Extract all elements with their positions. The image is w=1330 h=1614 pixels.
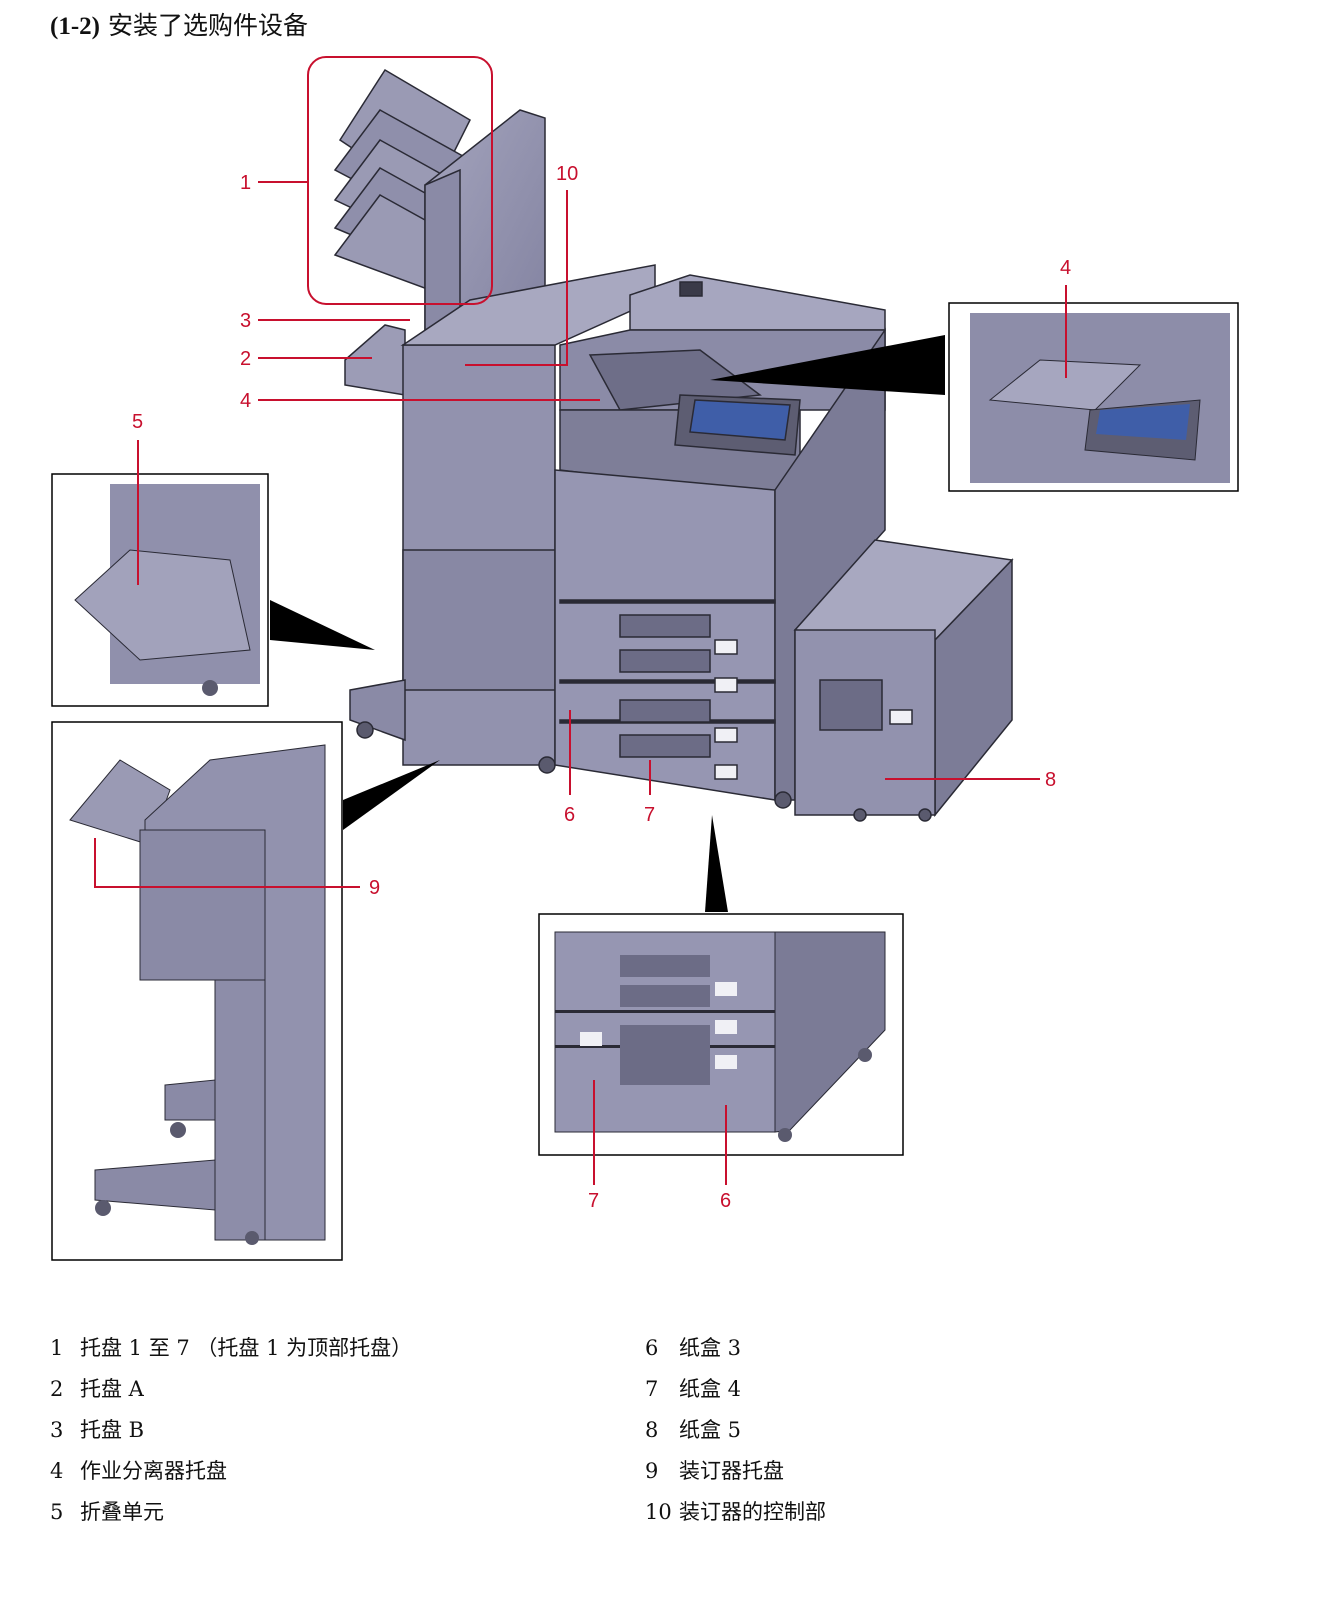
callout-8: 8 xyxy=(1045,769,1056,791)
callout-10: 10 xyxy=(556,163,578,185)
inset-cassettes xyxy=(538,815,904,1156)
inset-stapler-tray xyxy=(51,721,440,1261)
main-printer xyxy=(554,274,886,809)
highlight-frame xyxy=(307,56,493,305)
callout-6: 6 xyxy=(564,804,575,826)
callout-9: 9 xyxy=(369,877,380,899)
callout-2: 2 xyxy=(240,348,251,370)
page-title: (1-2) 安装了选购件设备 xyxy=(50,6,308,42)
callout-7: 7 xyxy=(644,804,655,826)
callout-1: 1 xyxy=(240,172,251,194)
inset-folding-unit xyxy=(51,473,375,707)
callout-numbers: 1 10 3 2 4 4 5 6 7 8 9 7 6 xyxy=(132,163,1071,1212)
callout-3: 3 xyxy=(240,310,251,332)
section-title: 安装了选购件设备 xyxy=(107,11,308,40)
callout-4: 4 xyxy=(240,390,251,412)
callout-7-inset: 7 xyxy=(588,1190,599,1212)
large-capacity-feeder xyxy=(793,539,1014,822)
inset-job-separator xyxy=(710,302,1239,492)
callout-5: 5 xyxy=(132,411,143,433)
finisher-unit xyxy=(333,68,656,774)
section-number: (1-2) xyxy=(50,13,100,40)
printer-illustration: 1 10 3 2 4 4 5 6 7 8 9 7 6 xyxy=(51,56,1239,1261)
callout-4-inset: 4 xyxy=(1060,257,1071,279)
callout-lines xyxy=(94,181,1067,1185)
callout-6-inset: 6 xyxy=(720,1190,731,1212)
